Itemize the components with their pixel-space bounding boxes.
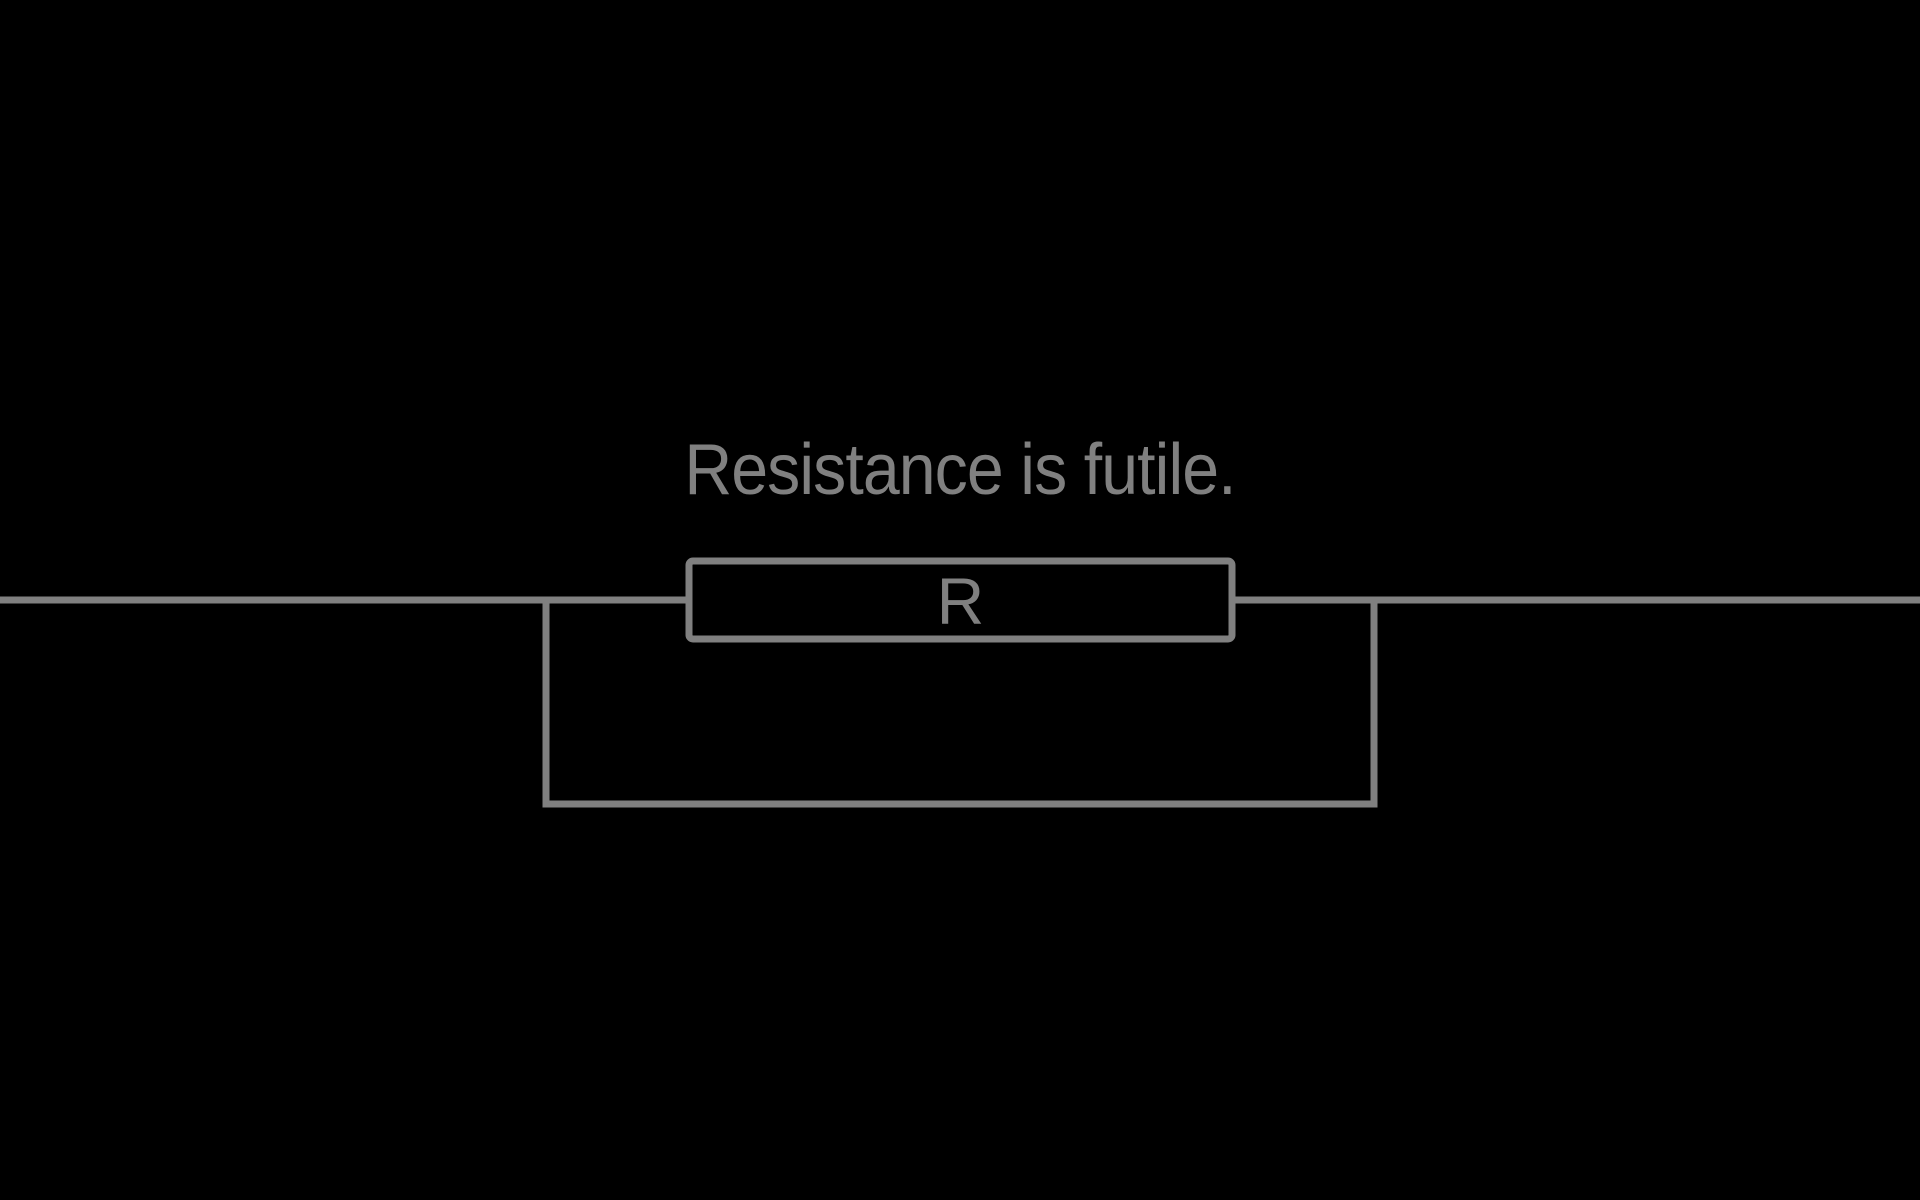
caption-text: Resistance is futile. <box>684 430 1236 510</box>
resistor-label: R <box>936 564 985 638</box>
resistor-box <box>685 557 1236 643</box>
short-circuit-bypass <box>542 600 1378 808</box>
